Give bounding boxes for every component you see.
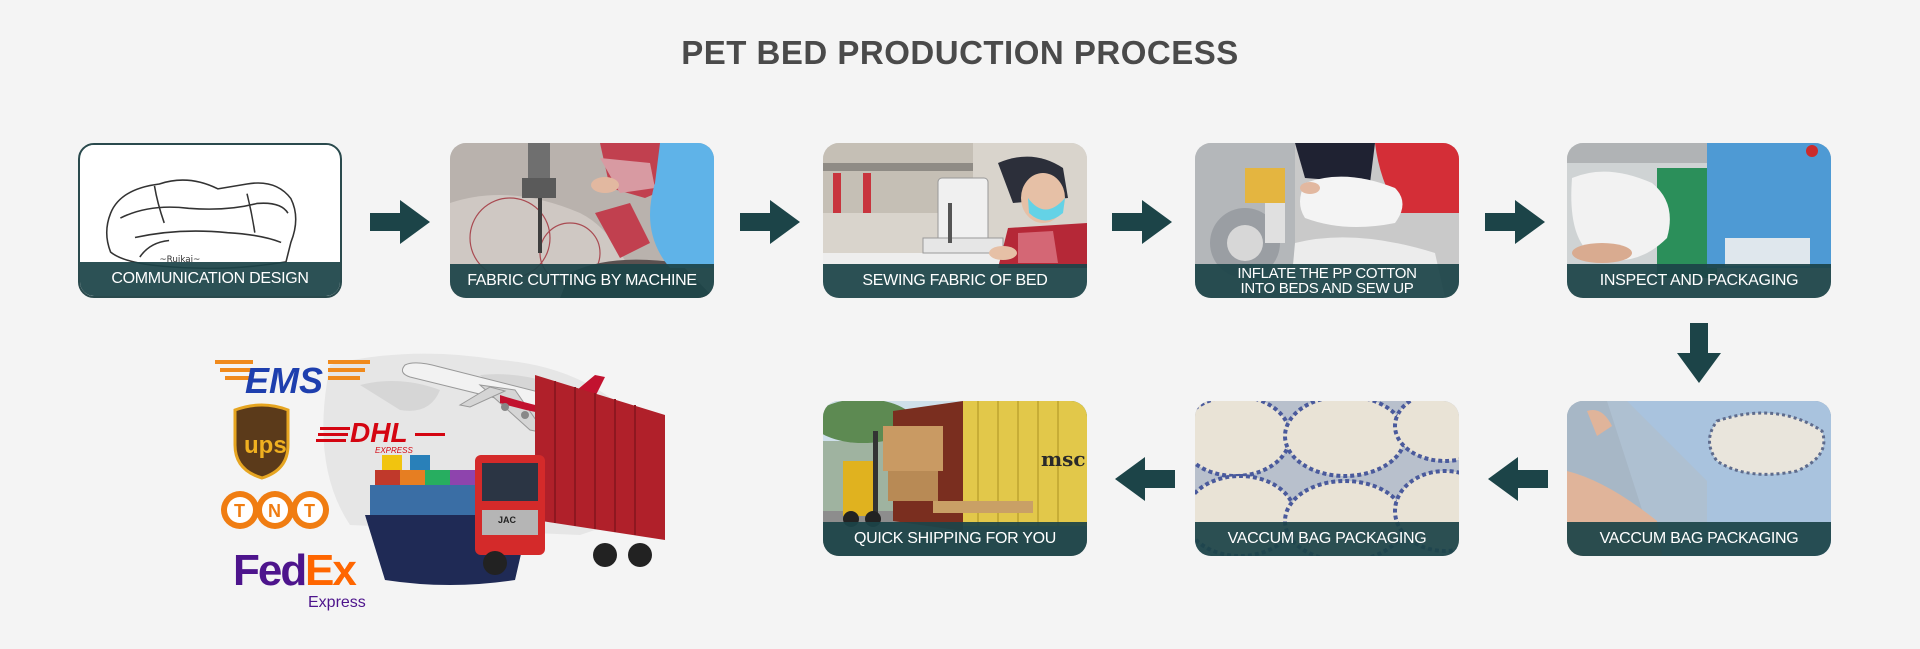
- step-card-inspect-packaging: INSPECT AND PACKAGING: [1567, 143, 1831, 298]
- step-caption: SEWING FABRIC OF BED: [823, 264, 1087, 298]
- step-card-inflate-cotton: INFLATE THE PP COTTON INTO BEDS AND SEW …: [1195, 143, 1459, 298]
- dhl-subtext: EXPRESS: [375, 446, 413, 455]
- step-card-communication-design: ~Ruikai~ COMMUNICATION DESIGN: [78, 143, 342, 298]
- tnt-letter: T: [304, 501, 315, 521]
- dhl-wordmark: DHL: [350, 417, 408, 448]
- shipping-carriers-collage: EMS ups DHL EXPRESS: [215, 353, 665, 611]
- step-caption: VACCUM BAG PACKAGING: [1567, 522, 1831, 556]
- right-arrow-icon: [740, 200, 800, 244]
- step-card-fabric-cutting: FABRIC CUTTING BY MACHINE: [450, 143, 714, 298]
- fedex-fed: Fed: [233, 546, 305, 595]
- fedex-ex: Ex: [305, 546, 357, 595]
- truck-icon: JAC: [475, 375, 665, 575]
- svg-text:~Ruikai~: ~Ruikai~: [159, 255, 200, 265]
- tnt-letter: T: [234, 501, 245, 521]
- ems-logo: EMS: [215, 360, 370, 401]
- fedex-logo: Fed Ex Express: [233, 546, 366, 611]
- left-arrow-icon: [1115, 457, 1175, 501]
- step-card-sewing: SEWING FABRIC OF BED: [823, 143, 1087, 298]
- step-caption: INFLATE THE PP COTTON INTO BEDS AND SEW …: [1195, 264, 1459, 298]
- dhl-logo: DHL EXPRESS: [316, 417, 445, 455]
- step-card-vacuum-packaging-1: VACCUM BAG PACKAGING: [1567, 401, 1831, 556]
- ems-wordmark: EMS: [245, 360, 323, 401]
- left-arrow-icon: [1488, 457, 1548, 501]
- step-caption: COMMUNICATION DESIGN: [80, 262, 340, 296]
- page-title: PET BED PRODUCTION PROCESS: [681, 34, 1239, 71]
- step-caption: QUICK SHIPPING FOR YOU: [823, 522, 1087, 556]
- tnt-logo: T N T: [221, 491, 329, 529]
- right-arrow-icon: [1485, 200, 1545, 244]
- step-caption: INSPECT AND PACKAGING: [1567, 264, 1831, 298]
- container-logo: msc: [1041, 447, 1086, 471]
- step-card-vacuum-packaging-2: VACCUM BAG PACKAGING: [1195, 401, 1459, 556]
- right-arrow-icon: [1112, 200, 1172, 244]
- ups-wordmark: ups: [244, 432, 287, 459]
- step-card-quick-shipping: msc QUICK SHIPPING FOR YOU: [823, 401, 1087, 556]
- fedex-express: Express: [308, 594, 366, 611]
- step-caption: FABRIC CUTTING BY MACHINE: [450, 264, 714, 298]
- tnt-letter: N: [268, 501, 281, 521]
- ups-logo: ups: [233, 403, 290, 480]
- truck-brand: JAC: [498, 515, 517, 525]
- down-arrow-icon: [1677, 323, 1721, 383]
- right-arrow-icon: [370, 200, 430, 244]
- step-caption: VACCUM BAG PACKAGING: [1195, 522, 1459, 556]
- caption-line-1: INFLATE THE PP COTTON: [1237, 265, 1417, 282]
- caption-line-2: INTO BEDS AND SEW UP: [1240, 280, 1414, 297]
